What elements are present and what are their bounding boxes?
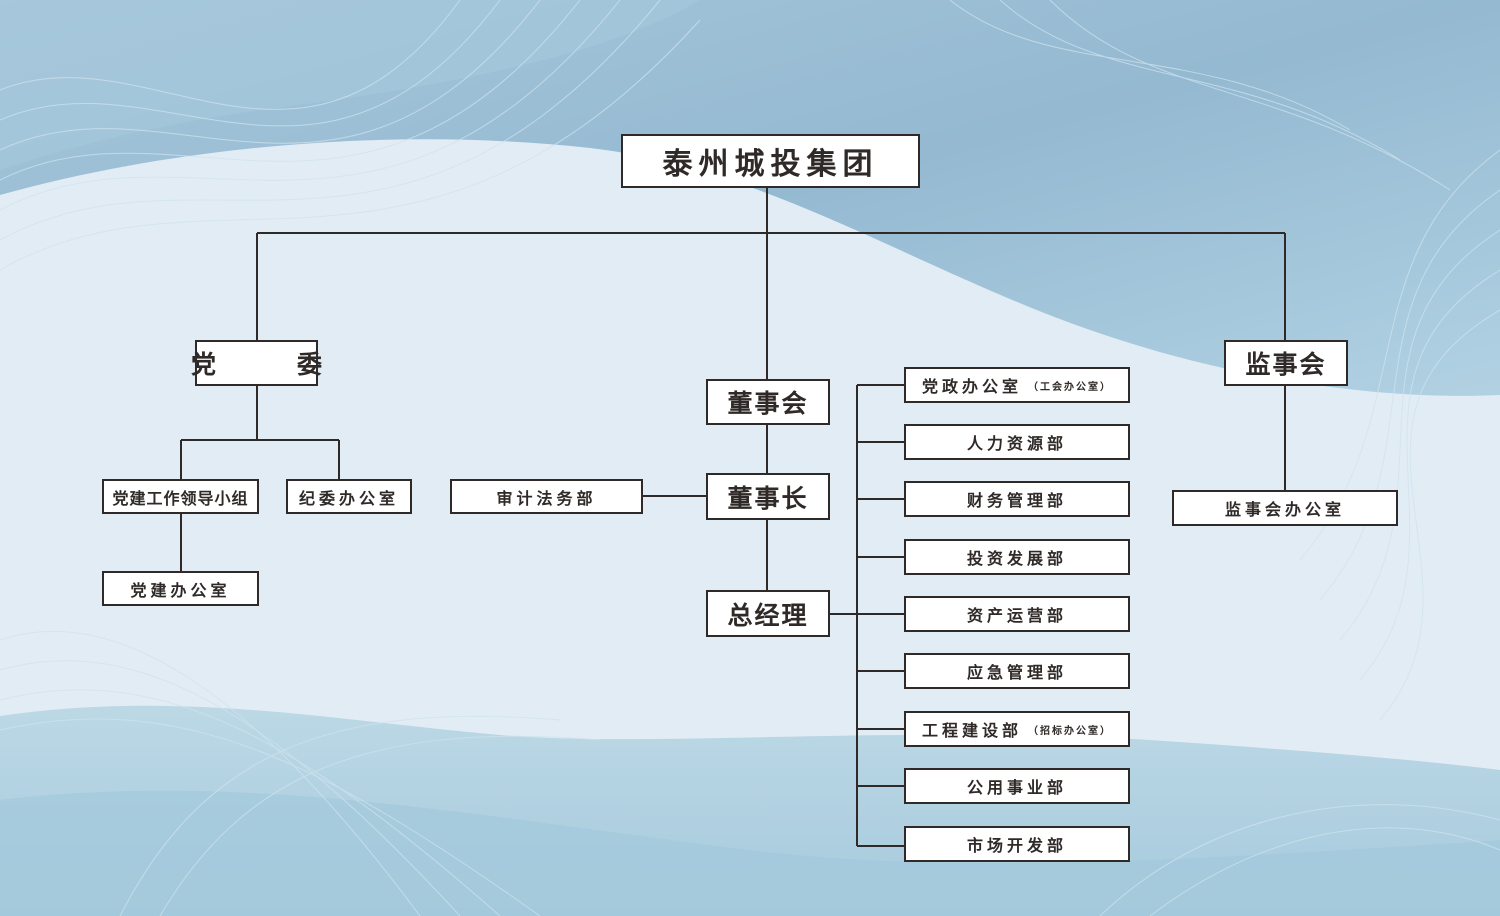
top-wave-light bbox=[0, 0, 700, 170]
dept-node: 财务管理部 bbox=[904, 481, 1130, 517]
supervisory-board-node: 监事会 bbox=[1224, 340, 1348, 386]
dept-node: 应急管理部 bbox=[904, 653, 1130, 689]
general-manager-node: 总经理 bbox=[706, 590, 830, 637]
dept-name: 投资发展部 bbox=[966, 549, 1067, 568]
party-committee-node: 党 委 bbox=[191, 340, 322, 386]
dept-name: 党政办公室 bbox=[921, 377, 1022, 396]
dept-name: 资产运营部 bbox=[966, 606, 1067, 625]
dept-node: 市场开发部 bbox=[904, 826, 1130, 862]
dept-name: 市场开发部 bbox=[966, 836, 1067, 855]
dept-node: 投资发展部 bbox=[904, 539, 1130, 575]
dept-name: 财务管理部 bbox=[966, 491, 1067, 510]
dept-node: 人力资源部 bbox=[904, 424, 1130, 460]
dept-node: 党政办公室 （工会办公室） bbox=[904, 367, 1130, 403]
party-group-node: 党建工作领导小组 bbox=[102, 479, 259, 514]
dept-node: 工程建设部 （招标办公室） bbox=[904, 711, 1130, 747]
dept-note: （工会办公室） bbox=[1028, 381, 1112, 393]
dept-note: （招标办公室） bbox=[1028, 725, 1112, 737]
dept-node: 资产运营部 bbox=[904, 596, 1130, 632]
top-wave bbox=[0, 0, 1500, 396]
audit-legal-node: 审计法务部 bbox=[450, 479, 643, 514]
dept-name: 应急管理部 bbox=[966, 663, 1067, 682]
dept-name: 公用事业部 bbox=[966, 778, 1067, 797]
chairman-node: 董事长 bbox=[706, 473, 830, 520]
supervisory-office-node: 监事会办公室 bbox=[1172, 490, 1398, 526]
board-node: 董事会 bbox=[706, 379, 830, 425]
discipline-office-node: 纪委办公室 bbox=[286, 479, 412, 514]
root-node: 泰州城投集团 bbox=[621, 134, 920, 188]
party-office-node: 党建办公室 bbox=[102, 571, 259, 606]
dept-name: 人力资源部 bbox=[966, 434, 1067, 453]
bottom-wave-deep bbox=[0, 790, 1500, 916]
dept-node: 公用事业部 bbox=[904, 768, 1130, 804]
dept-name: 工程建设部 bbox=[921, 721, 1022, 740]
